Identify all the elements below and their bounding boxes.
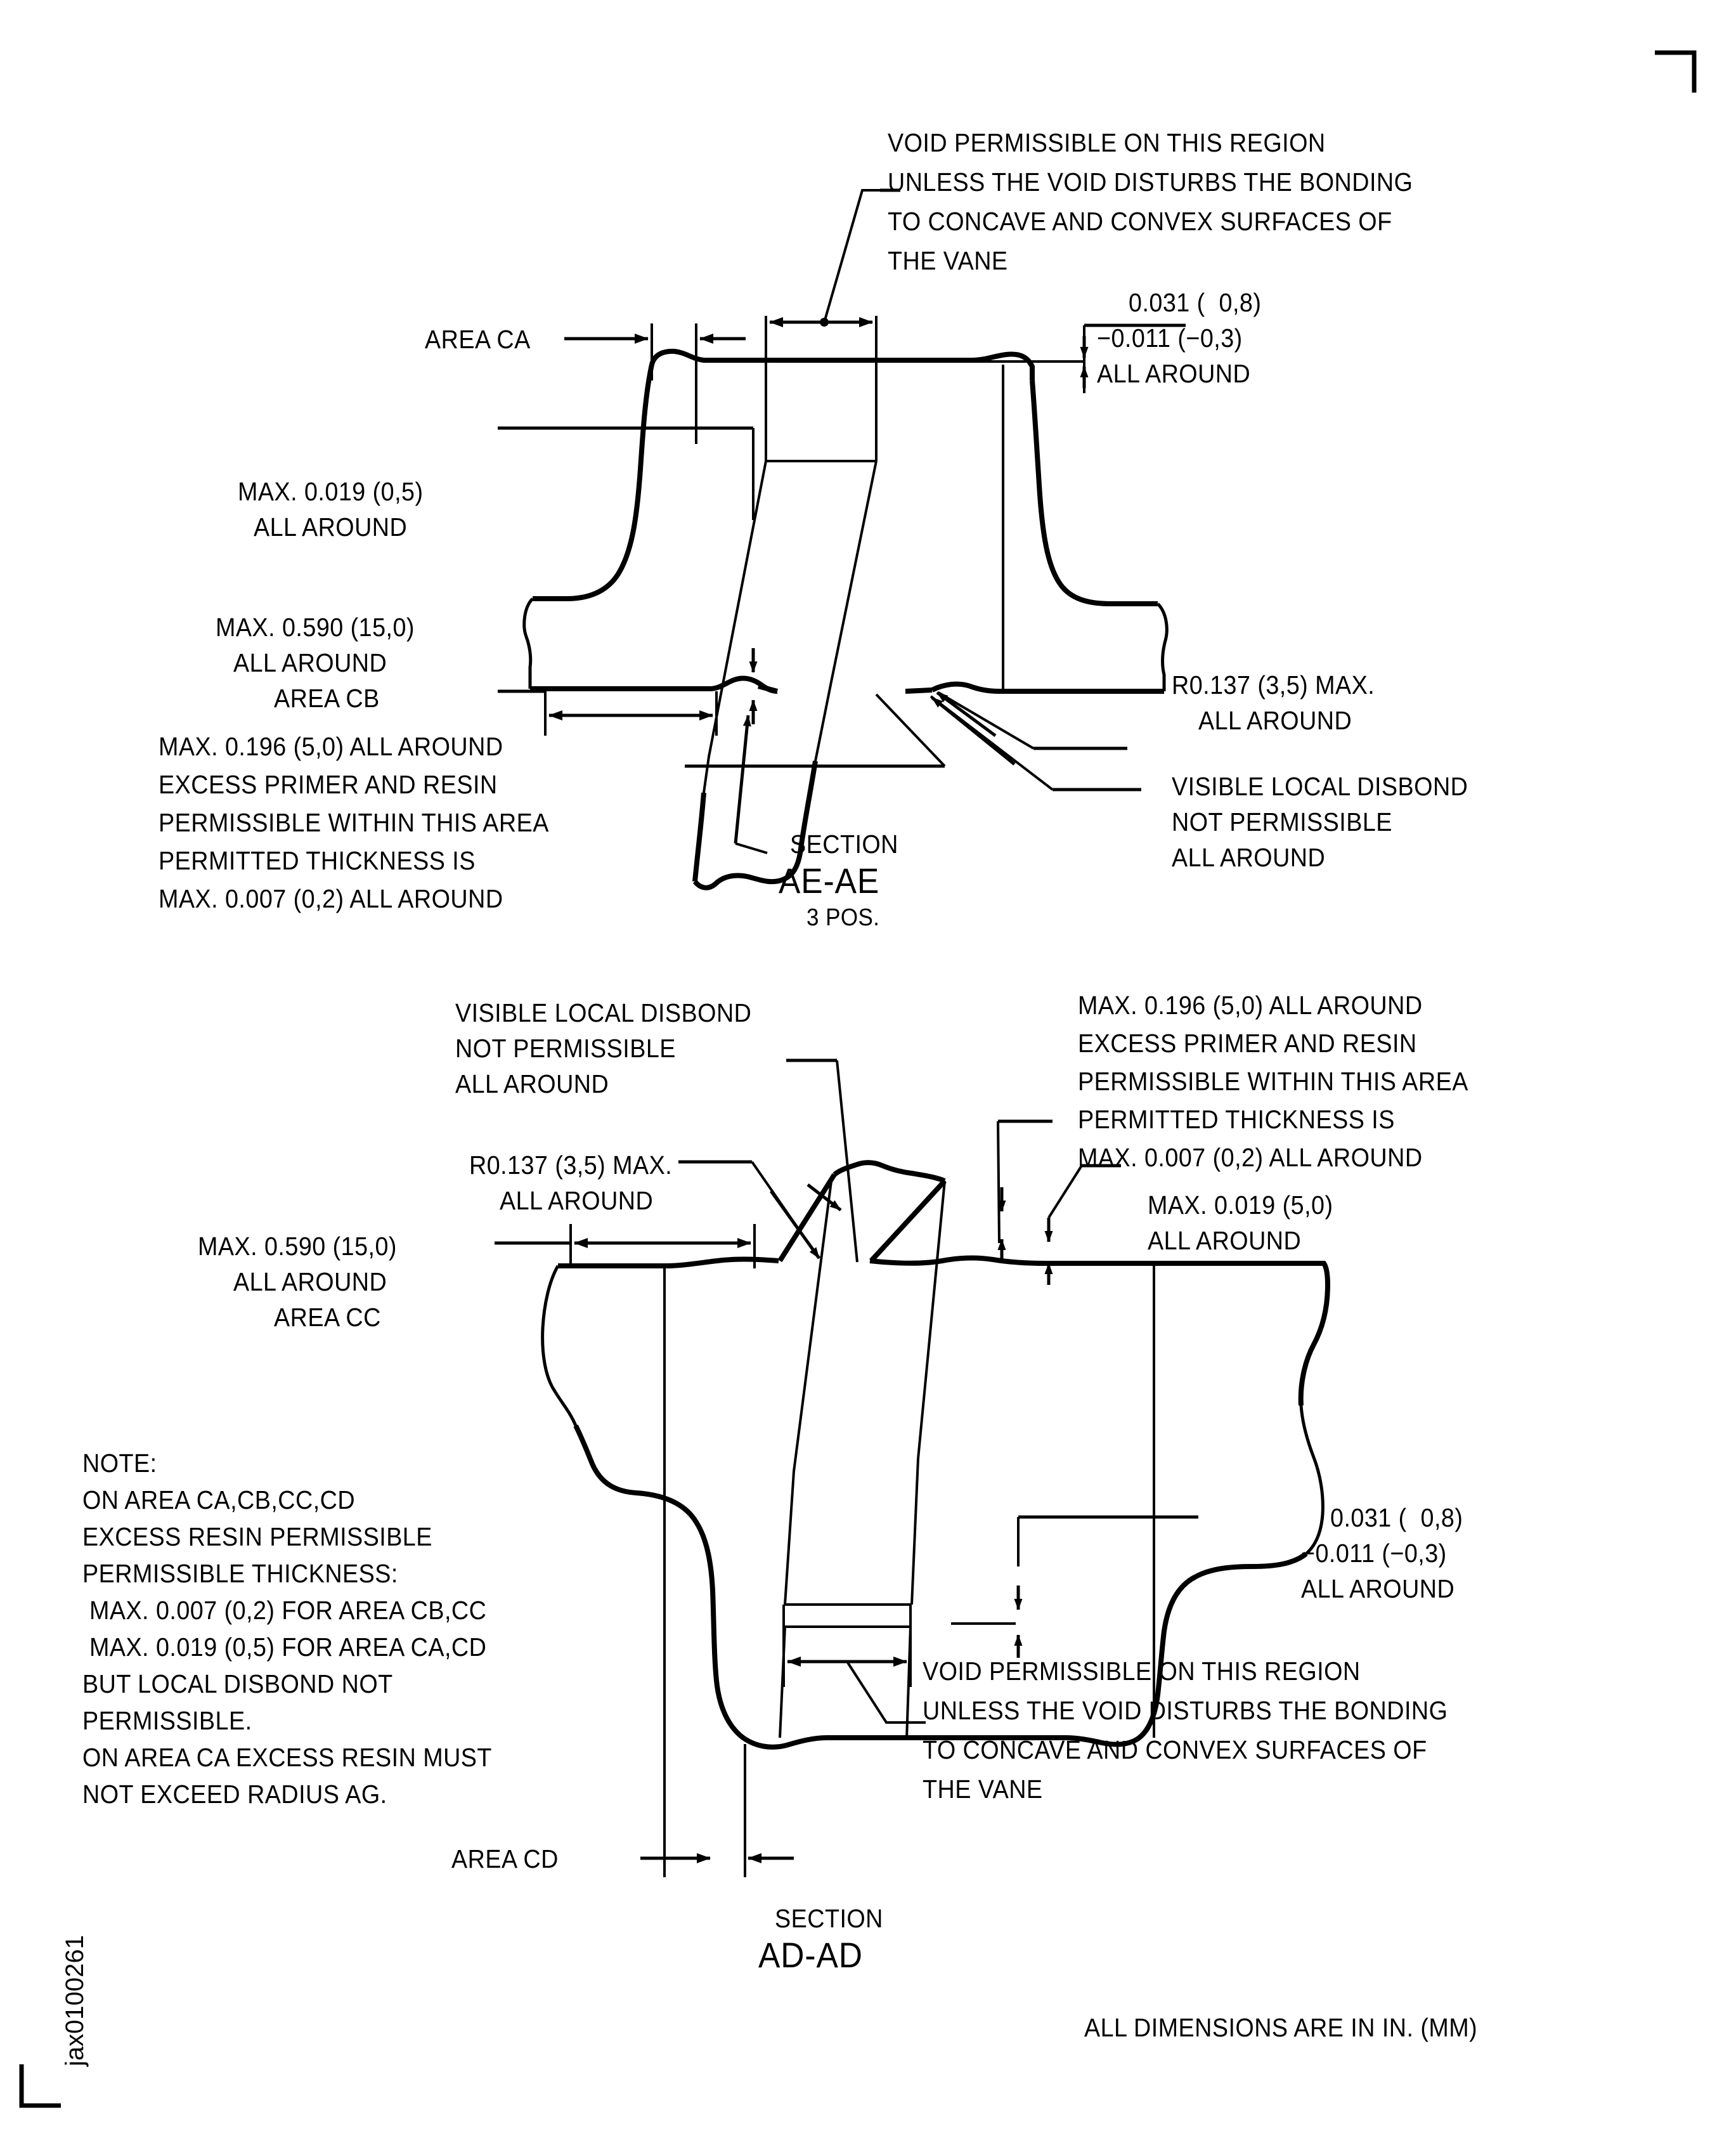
note-line-1: ON AREA CA,CB,CC,CD	[82, 1485, 356, 1514]
ae-void-note-line3: TO CONCAVE AND CONVEX SURFACES OF	[888, 207, 1392, 236]
ad-void-note-line2: UNLESS THE VOID DISTURBS THE BONDING	[923, 1696, 1448, 1725]
footer-dimensions-note: ALL DIMENSIONS ARE IN IN. (MM)	[1084, 2013, 1478, 2042]
section-ae-dimensions	[498, 188, 1186, 854]
note-line-3: PERMISSIBLE THICKNESS:	[82, 1559, 398, 1588]
ad-void-note-line1: VOID PERMISSIBLE ON THIS REGION	[923, 1657, 1361, 1686]
sheet-id-bracket-icon	[19, 2064, 61, 2108]
ae-void-note-line1: VOID PERMISSIBLE ON THIS REGION	[888, 128, 1326, 157]
ae-max590-line2: ALL AROUND	[233, 648, 387, 677]
ae-radius-line1: R0.137 (3,5) MAX.	[1172, 670, 1375, 700]
ae-radius-line2: ALL AROUND	[1198, 706, 1352, 735]
ae-excess-primer-line3: PERMISSIBLE WITHIN THIS AREA	[159, 808, 549, 837]
ad-tolerance-line1: 0.031 ( 0,8)	[1330, 1503, 1463, 1532]
note-line-7: PERMISSIBLE.	[82, 1706, 252, 1735]
ae-tolerance-line3: ALL AROUND	[1097, 359, 1251, 388]
ae-tolerance-line1: 0.031 ( 0,8)	[1129, 288, 1262, 317]
ad-excess-primer-line5: MAX. 0.007 (0,2) ALL AROUND	[1078, 1143, 1423, 1172]
ae-disbond-line2: NOT PERMISSIBLE	[1172, 807, 1392, 837]
ae-max590-line3: AREA CB	[274, 684, 380, 713]
note-line-4: MAX. 0.007 (0,2) FOR AREA CB,CC	[82, 1596, 487, 1625]
ae-excess-primer-line1: MAX. 0.196 (5,0) ALL AROUND	[159, 732, 503, 761]
ae-disbond-line3: ALL AROUND	[1172, 843, 1326, 872]
ae-tolerance-line2: −0.011 (−0,3)	[1097, 323, 1243, 353]
ae-excess-primer-line2: EXCESS PRIMER AND RESIN	[159, 770, 498, 799]
ad-excess-primer-line2: EXCESS PRIMER AND RESIN	[1078, 1029, 1417, 1058]
note-line-9: NOT EXCEED RADIUS AG.	[82, 1780, 387, 1809]
ad-excess-primer-line3: PERMISSIBLE WITHIN THIS AREA	[1078, 1067, 1468, 1096]
corner-bracket-icon	[1655, 50, 1697, 93]
ae-max019-line2: ALL AROUND	[254, 512, 408, 542]
ad-tolerance-line2: −0.011 (−0,3)	[1301, 1539, 1447, 1568]
ad-max590-line2: ALL AROUND	[233, 1267, 387, 1296]
note-line-2: EXCESS RESIN PERMISSIBLE	[82, 1522, 432, 1551]
ad-max590-line3: AREA CC	[274, 1303, 381, 1332]
ad-section-title-line2: AD-AD	[758, 1935, 863, 1975]
note-line-5: MAX. 0.019 (0,5) FOR AREA CA,CD	[82, 1632, 487, 1662]
ad-max019-line1: MAX. 0.019 (5,0)	[1148, 1190, 1333, 1220]
ae-void-note-line4: THE VANE	[888, 246, 1008, 275]
ad-excess-primer-line1: MAX. 0.196 (5,0) ALL AROUND	[1078, 991, 1423, 1020]
ae-void-note-line2: UNLESS THE VOID DISTURBS THE BONDING	[888, 167, 1413, 197]
ae-disbond-line1: VISIBLE LOCAL DISBOND	[1172, 772, 1468, 801]
ad-void-note-line3: TO CONCAVE AND CONVEX SURFACES OF	[923, 1735, 1427, 1764]
ae-section-title-line1: SECTION	[790, 830, 898, 859]
ad-excess-primer-line4: PERMITTED THICKNESS IS	[1078, 1105, 1395, 1134]
ad-disbond-line3: ALL AROUND	[455, 1069, 609, 1098]
ae-section-title-line2: AE-AE	[779, 861, 880, 901]
ae-area-ca-label: AREA CA	[425, 325, 531, 354]
ad-void-note-line4: THE VANE	[923, 1775, 1043, 1804]
note-line-8: ON AREA CA EXCESS RESIN MUST	[82, 1743, 492, 1772]
ad-radius-line2: ALL AROUND	[500, 1186, 654, 1215]
ad-radius-line1: R0.137 (3,5) MAX.	[469, 1150, 673, 1180]
ae-max019-line1: MAX. 0.019 (0,5)	[238, 477, 424, 506]
note-line-6: BUT LOCAL DISBOND NOT	[82, 1669, 393, 1698]
ad-section-title-line1: SECTION	[775, 1904, 883, 1933]
ad-max590-line1: MAX. 0.590 (15,0)	[198, 1232, 397, 1261]
note-heading: NOTE:	[82, 1449, 157, 1478]
ae-excess-primer-line5: MAX. 0.007 (0,2) ALL AROUND	[159, 884, 503, 913]
ad-area-cd-label: AREA CD	[451, 1844, 559, 1873]
ad-disbond-line1: VISIBLE LOCAL DISBOND	[455, 998, 752, 1027]
ad-disbond-line2: NOT PERMISSIBLE	[455, 1034, 676, 1063]
ad-max019-line2: ALL AROUND	[1148, 1226, 1302, 1255]
ad-tolerance-line3: ALL AROUND	[1301, 1574, 1455, 1603]
ae-section-title-line3: 3 POS.	[806, 904, 880, 931]
ae-max590-line1: MAX. 0.590 (15,0)	[216, 613, 415, 642]
ae-excess-primer-line4: PERMITTED THICKNESS IS	[159, 846, 476, 875]
section-ae-profile	[522, 348, 1169, 890]
sheet-id-label: jax0100261	[61, 1935, 89, 2066]
